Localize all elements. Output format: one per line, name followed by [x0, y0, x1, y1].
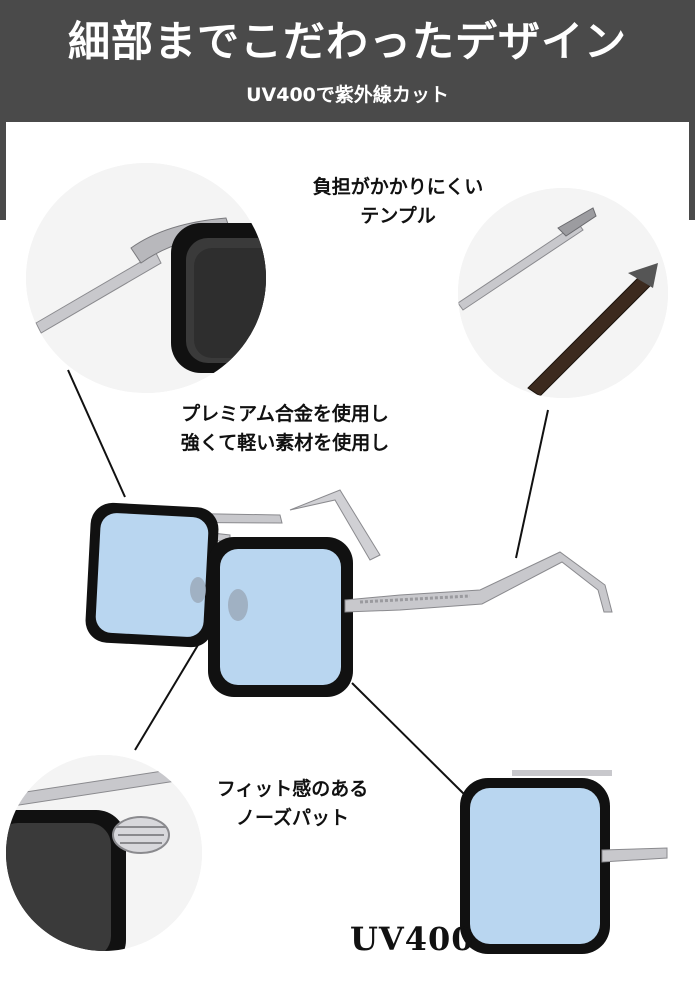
left-edge-bar — [0, 122, 6, 220]
alloy-caption: プレミアム合金を使用し 強くて軽い素材を使用し — [160, 400, 410, 458]
lens-detail-panel — [452, 770, 677, 970]
temple-caption-line2: テンプル — [360, 205, 436, 227]
nosepad-caption: フィット感のある ノーズパット — [195, 775, 390, 833]
temple-detail-circle — [458, 188, 668, 398]
right-edge-bar — [689, 122, 695, 220]
alloy-caption-line2: 強くて軽い素材を使用し — [180, 432, 390, 454]
temple-caption-line1: 負担がかかりにくい — [312, 176, 484, 198]
nosepad-detail-image — [6, 755, 202, 951]
alloy-caption-line1: プレミアム合金を使用し — [181, 403, 389, 425]
hinge-detail-image — [26, 163, 266, 393]
page-title: 細部までこだわったデザイン — [67, 17, 627, 66]
lens-detail-image — [460, 770, 668, 954]
temple-detail-image — [458, 188, 668, 398]
nosepad-detail-circle — [6, 755, 202, 951]
page-subtitle: UV400で紫外線カット — [246, 84, 449, 106]
header-banner: 細部までこだわったデザイン UV400で紫外線カット — [0, 0, 695, 122]
nosepad-caption-line2: ノーズパット — [235, 807, 350, 829]
nosepad-caption-line1: フィット感のある — [216, 778, 369, 800]
temple-caption: 負担がかかりにくい テンプル — [288, 173, 508, 231]
hinge-detail-circle — [26, 163, 266, 393]
uv400-badge: UV400 — [350, 920, 475, 958]
